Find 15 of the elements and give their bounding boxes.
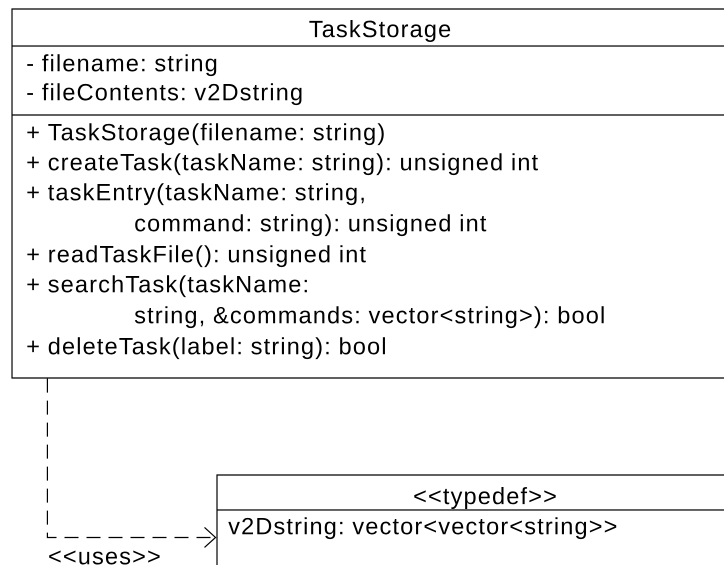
class-name: TaskStorage bbox=[309, 20, 450, 42]
method-text: + searchTask(taskName: string, &commands: vector<string>): bool bbox=[27, 275, 604, 328]
edge-label: <<uses>> bbox=[47, 550, 162, 565]
attribute-text: v2Dstring: vector<vector<string>> bbox=[228, 517, 616, 540]
class-box bbox=[216, 474, 724, 565]
method-text: + deleteTask(label: string): bool bbox=[27, 337, 385, 360]
stereotype-text: <<typedef>> bbox=[414, 487, 556, 509]
class-box bbox=[11, 8, 724, 379]
method-text: + createTask(taskName: string): unsigned int bbox=[27, 153, 538, 176]
method-text: + readTaskFile(): unsigned int bbox=[27, 245, 366, 268]
method-text: + TaskStorage(filename: string) bbox=[27, 123, 384, 146]
attribute-text: - fileContents: v2Dstring bbox=[27, 83, 302, 106]
method-text: + taskEntry(taskName: string, command: string): unsigned int bbox=[27, 183, 486, 236]
dependency-arrow bbox=[46, 378, 216, 548]
attribute-text: - filename: string bbox=[27, 54, 216, 76]
